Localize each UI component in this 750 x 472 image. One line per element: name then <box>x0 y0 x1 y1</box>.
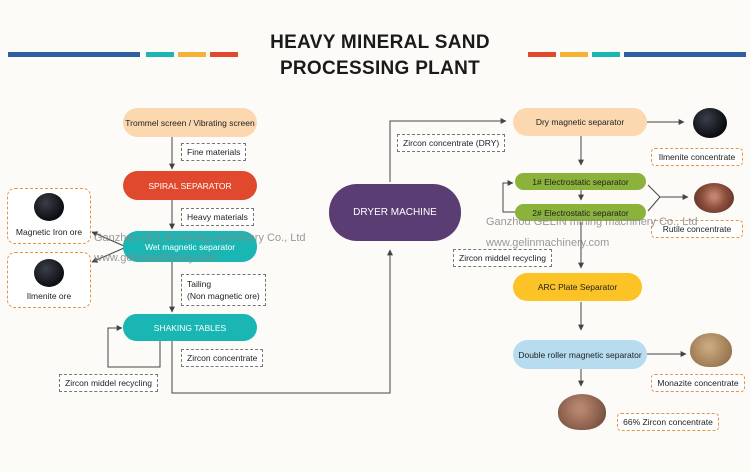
page-title: HEAVY MINERAL SAND PROCESSING PLANT <box>220 30 540 82</box>
trommel-screen-node: Trommel screen / Vibrating screen <box>123 108 257 137</box>
zircon-66-concentrate-box: 66% Zircon concentrate <box>617 413 719 431</box>
ilmenite-ore-image <box>34 259 64 287</box>
zircon-middel-recycling-right-label: Zircon middel recycling <box>453 249 552 267</box>
trommel-screen-label: Trommel screen / Vibrating screen <box>125 117 255 128</box>
zircon-66-concentrate-caption: 66% Zircon concentrate <box>623 417 713 427</box>
wet-magnetic-separator-node: Wet magnetic separator <box>123 231 257 262</box>
title-line-1: HEAVY MINERAL SAND <box>270 32 490 53</box>
zircon-concentrate-dry-label: Zircon concentrate (DRY) <box>397 134 506 152</box>
ilmenite-ore-caption: Ilmenite ore <box>26 291 72 301</box>
watermark-url-left: www.gelinmachinery.com <box>94 252 218 264</box>
shaking-tables-node: SHAKING TABLES <box>123 314 257 341</box>
dry-magnetic-separator-label: Dry magnetic separator <box>535 117 625 127</box>
electrostatic-separator-1-node: 1# Electrostatic separator <box>515 173 646 190</box>
double-roller-magnetic-separator-label: Double roller magnetic separator <box>518 349 642 360</box>
heavy-materials-label: Heavy materials <box>181 208 254 226</box>
title-line-2: PROCESSING PLANT <box>279 58 481 79</box>
spiral-separator-label: SPIRAL SEPARATOR <box>148 180 232 191</box>
rutile-concentrate-box: Rutile concentrate <box>651 220 743 238</box>
zircon-66-image <box>558 394 606 430</box>
dryer-machine-node: DRYER MACHINE <box>329 184 461 241</box>
electrostatic-separator-1-label: 1# Electrostatic separator <box>532 176 629 187</box>
tailing-label: Tailing (Non magnetic ore) <box>181 274 266 306</box>
wet-magnetic-separator-label: Wet magnetic separator <box>144 241 236 252</box>
ilmenite-concentrate-image <box>693 108 727 138</box>
magnetic-iron-ore-caption: Magnetic Iron ore <box>15 227 83 237</box>
rutile-concentrate-caption: Rutile concentrate <box>662 224 732 234</box>
dry-magnetic-separator-node: Dry magnetic separator <box>513 108 647 136</box>
arc-plate-separator-label: ARC Plate Separator <box>537 282 618 292</box>
zircon-concentrate-label: Zircon concentrate <box>181 349 264 367</box>
arc-plate-separator-node: ARC Plate Separator <box>513 273 642 301</box>
ilmenite-concentrate-box: Ilmenite concentrate <box>651 148 743 166</box>
watermark-company-right: Ganzhou GELIN mining machinery Co., Ltd <box>486 216 698 228</box>
tailing-line-1: Tailing <box>187 279 212 289</box>
fine-materials-label: Fine materials <box>181 143 247 161</box>
monazite-concentrate-box: Monazite concentrate <box>651 374 745 392</box>
monazite-concentrate-caption: Monazite concentrate <box>657 378 739 388</box>
zircon-middel-recycling-left-label: Zircon middel recycling <box>59 374 158 392</box>
magnetic-iron-ore-image <box>34 193 64 221</box>
dryer-machine-label: DRYER MACHINE <box>353 207 437 218</box>
tailing-line-2: (Non magnetic ore) <box>187 291 260 301</box>
shaking-tables-label: SHAKING TABLES <box>153 322 227 333</box>
ilmenite-concentrate-caption: Ilmenite concentrate <box>658 152 736 162</box>
electrostatic-separator-2-node: 2# Electrostatic separator <box>515 204 646 221</box>
spiral-separator-node: SPIRAL SEPARATOR <box>123 171 257 200</box>
double-roller-magnetic-separator-node: Double roller magnetic separator <box>513 340 647 369</box>
monazite-concentrate-image <box>690 333 732 367</box>
rutile-concentrate-image <box>694 183 734 213</box>
magnetic-iron-ore-box: Magnetic Iron ore <box>7 188 91 244</box>
ilmenite-ore-box: Ilmenite ore <box>7 252 91 308</box>
watermark-url-right: www.gelinmachinery.com <box>486 237 610 249</box>
watermark-company-left: Ganzhou GELIN mining machinery Co., Ltd <box>94 232 306 244</box>
electrostatic-separator-2-label: 2# Electrostatic separator <box>532 207 629 218</box>
